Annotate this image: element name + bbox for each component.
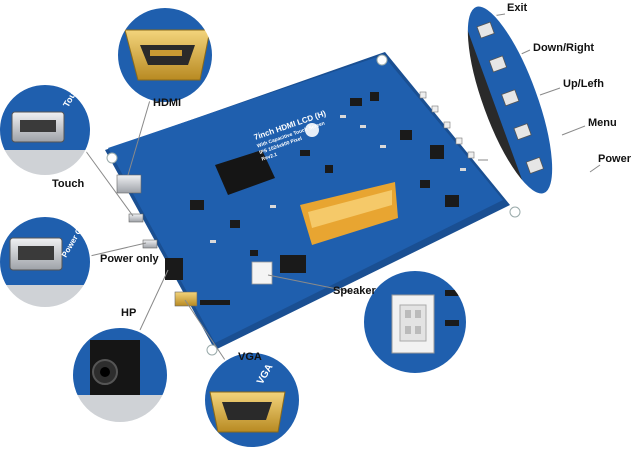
lcd-board: 7inch HDMI LCD (H) With Capacitive Touch… (105, 52, 521, 356)
touch-port-small (128, 213, 144, 223)
button-strip-closeup (449, 4, 555, 204)
touch-closeup: Touch (0, 83, 92, 177)
label-touch: Touch (52, 178, 85, 190)
power-port-small (142, 239, 158, 249)
exit-button-icon (476, 21, 495, 39)
hp-closeup (71, 326, 169, 424)
power-button-icon (525, 156, 545, 174)
board-revision: Rev2.1 (261, 152, 278, 163)
menu-button-icon (513, 123, 532, 141)
vga-port-small (174, 291, 198, 307)
hdmi-closeup (116, 6, 214, 104)
label-hp: HP (121, 307, 137, 319)
label-power-only: Power only (100, 253, 159, 265)
up-left-button-icon (501, 89, 520, 107)
leader-lines (84, 13, 601, 361)
label-vga: VGA (238, 351, 262, 363)
vga-closeup: VGA (203, 351, 301, 449)
label-down-right: Down/Right (533, 42, 595, 54)
label-up-left: Up/Lefh (563, 78, 604, 90)
hdmi-port-small (116, 174, 142, 194)
hp-jack-small (165, 258, 183, 280)
label-exit: Exit (507, 2, 528, 14)
label-speaker: Speaker (333, 285, 376, 297)
label-hdmi: HDMI (153, 97, 182, 109)
power-only-closeup: Power Only (0, 215, 92, 309)
ic-chip (280, 255, 306, 273)
speaker-connector-small (251, 261, 273, 285)
main-chip (215, 150, 275, 195)
label-menu: Menu (588, 117, 617, 129)
speaker-closeup (362, 269, 468, 375)
down-right-button-icon (488, 55, 508, 73)
label-power: Power (598, 153, 632, 165)
